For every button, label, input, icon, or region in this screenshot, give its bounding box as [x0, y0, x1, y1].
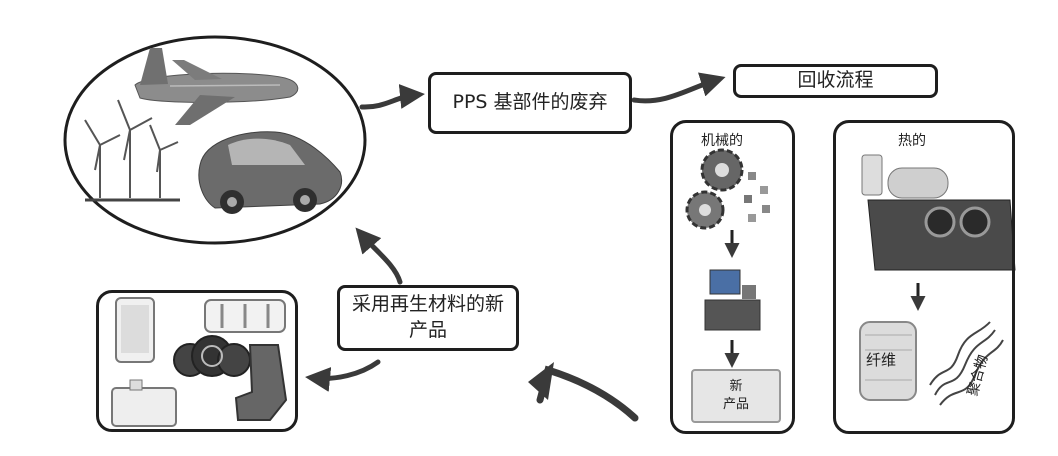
- phone-icon: [115, 297, 155, 363]
- new-products-box: 采用再生材料的新 产品: [337, 285, 519, 351]
- fiber-label: 纤维: [866, 351, 897, 369]
- polymer-strands-icon: [929, 321, 1004, 406]
- car-icon: [198, 131, 343, 214]
- new-products-label-line1: 采用再生材料的新: [351, 293, 504, 316]
- grille-icon: [204, 299, 286, 333]
- fiber-spool-icon: [859, 321, 917, 401]
- pps-waste-box: PPS 基部件的废弃: [428, 72, 632, 134]
- arrow-recycling-to-new-products-head: [528, 362, 554, 400]
- mechanical-output-label: 新 产品: [700, 378, 772, 414]
- car-seat-icon: [234, 344, 288, 421]
- mechanical-title: 机械的: [701, 133, 743, 149]
- injection-machine-icon: [704, 269, 761, 331]
- mechanical-output-line2: 产品: [722, 397, 749, 413]
- pyrolysis-reactor-icon: [861, 154, 1016, 271]
- thermal-title: 热的: [898, 133, 926, 149]
- arrow-new-to-source: [355, 227, 403, 285]
- wind-turbines-icon: [84, 99, 180, 202]
- recycling-process-box: 回收流程: [733, 64, 938, 98]
- molded-plate-icon: [691, 369, 781, 423]
- canister-icon: [111, 379, 177, 427]
- arrow-waste-to-recycling: [631, 72, 726, 104]
- thermal-panel: [833, 120, 1015, 434]
- mechanical-panel: [670, 120, 795, 434]
- recycling-process-label: 回收流程: [797, 69, 874, 92]
- products-panel: [96, 290, 298, 432]
- arrow-new-to-products: [305, 359, 381, 392]
- pps-waste-label: PPS 基部件的废弃: [452, 91, 608, 114]
- gears-granules-icon: [685, 148, 770, 230]
- arrow-recycling-to-new-products: [536, 365, 639, 422]
- airplane-icon: [134, 48, 299, 125]
- mechanical-output-line1: 新: [729, 379, 743, 394]
- new-products-label-line2: 产品: [408, 319, 447, 341]
- arrow-source-to-waste: [359, 84, 425, 110]
